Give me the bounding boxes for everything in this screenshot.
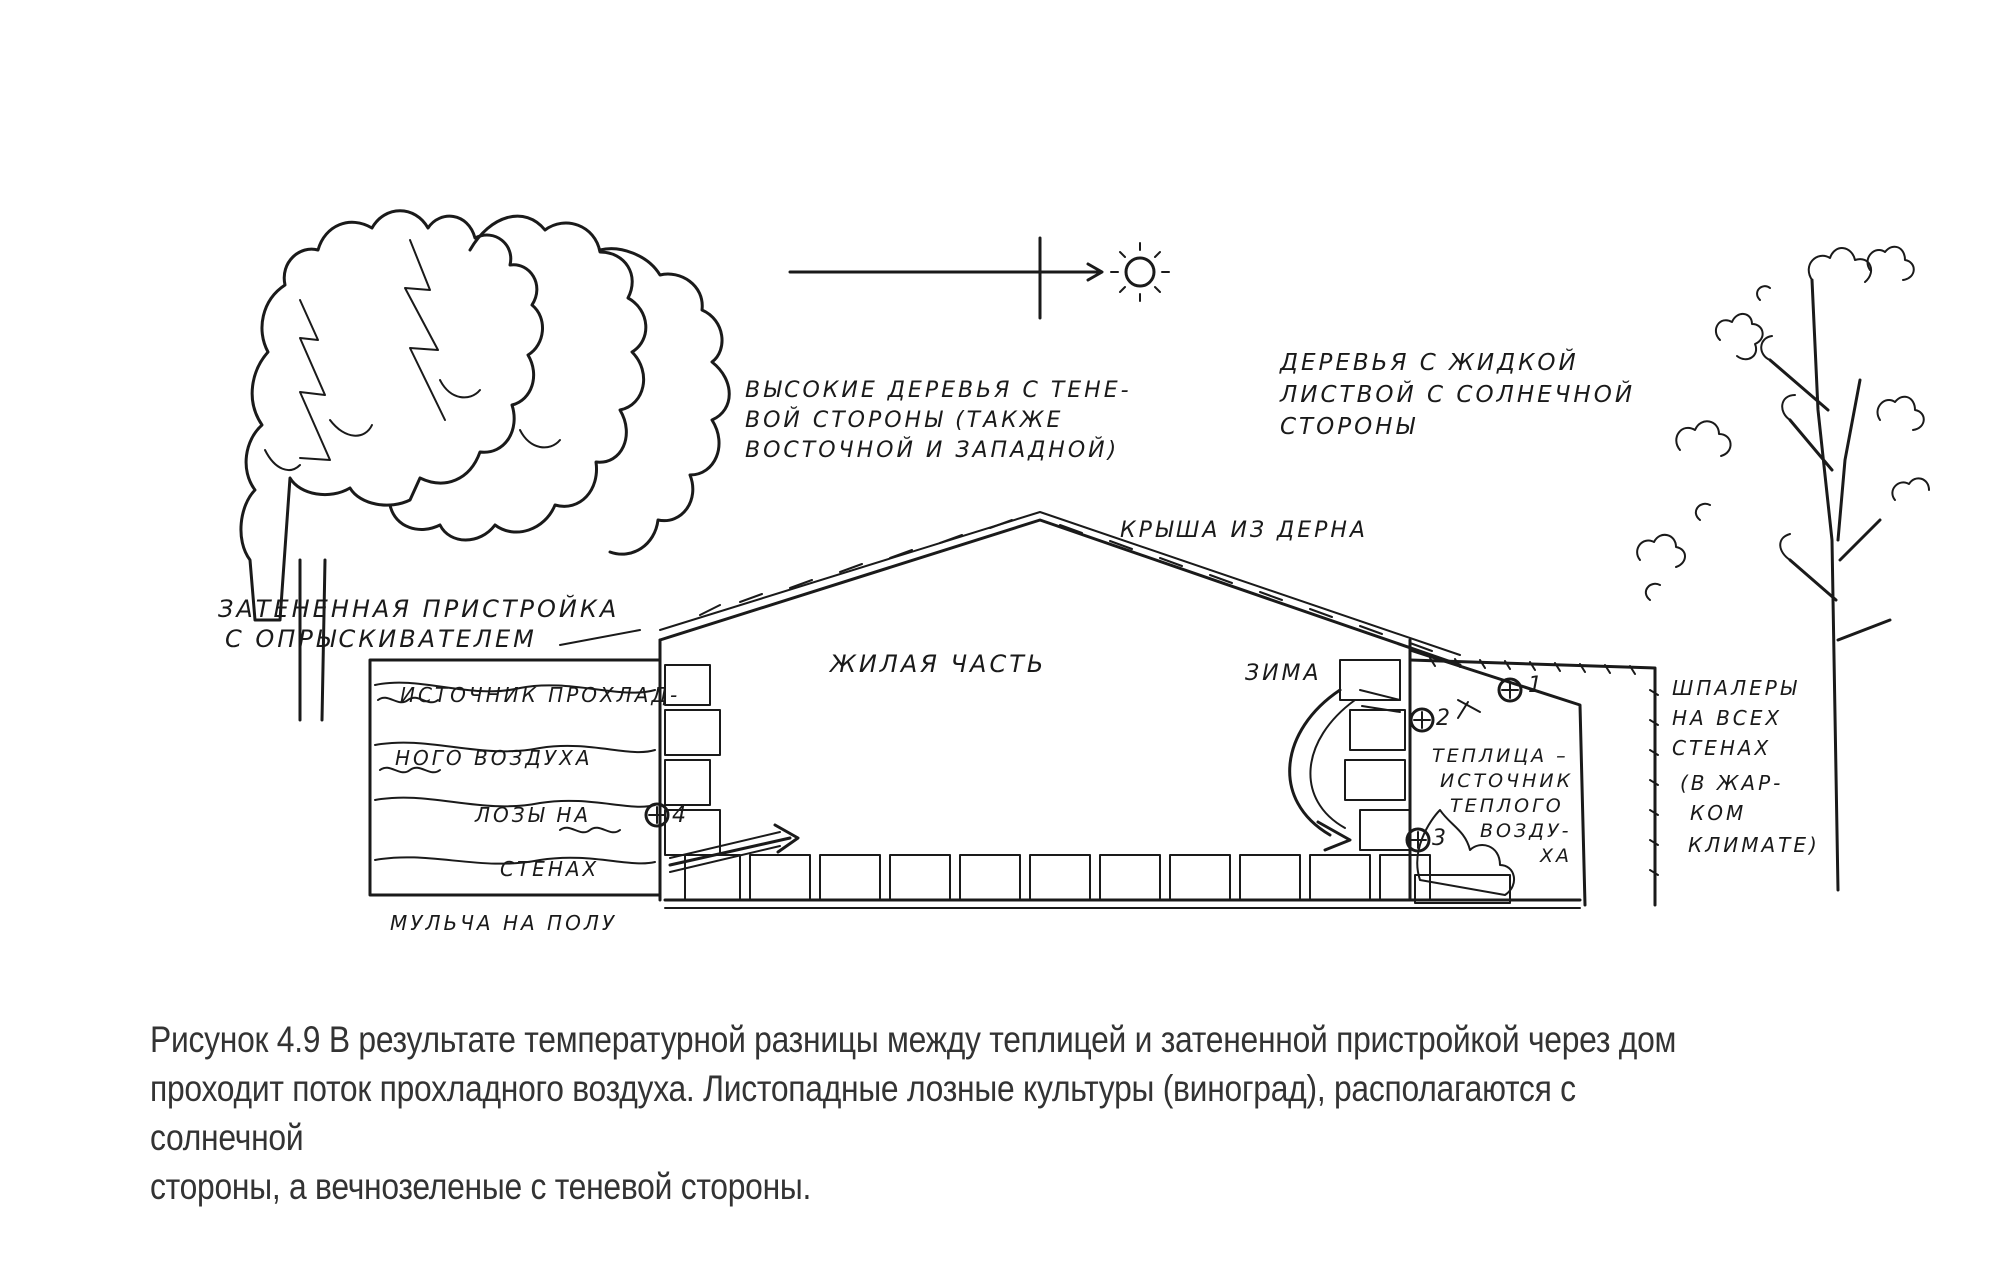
vent-markers xyxy=(644,677,1523,853)
cool-air-label-line-3: ЛОЗЫ НА xyxy=(474,803,591,827)
greenhouse-label-line-3: ТЕПЛОГО xyxy=(1450,795,1564,817)
mulch-label: МУЛЬЧА НА ПОЛУ xyxy=(390,911,617,935)
trellis-label-line-5: КОМ xyxy=(1690,801,1746,825)
winter-label: ЗИМА xyxy=(1245,661,1322,686)
cool-air-arrow-icon xyxy=(773,823,800,854)
trellis-frame xyxy=(1408,658,1657,907)
figure-caption: Рисунок 4.9 В результате температурной р… xyxy=(150,1015,1698,1211)
sun-direction-illustration xyxy=(788,236,1170,320)
marker-2-label: 2 xyxy=(1436,706,1453,731)
caption-line-2: проходит поток прохладного воздуха. Лист… xyxy=(150,1068,1576,1158)
greenhouse-label-line-4: ВОЗДУ- xyxy=(1480,820,1571,842)
sod-roof-line xyxy=(658,518,1462,667)
evergreen-trees-illustration xyxy=(239,209,731,722)
trellis-label-line-1: ШПАЛЕРЫ xyxy=(1672,676,1799,700)
tall-trees-label-line-3: ВОСТОЧНОЙ И ЗАПАДНОЙ) xyxy=(745,437,1119,463)
cool-air-label-line-4: СТЕНАХ xyxy=(500,857,599,881)
vent-4-icon xyxy=(644,802,670,828)
sparse-trees-label-line-1: ДЕРЕВЬЯ С ЖИДКОЙ xyxy=(1279,348,1579,376)
vent-2-icon xyxy=(1409,707,1435,733)
airflow-arrows xyxy=(668,688,1481,873)
caption-line-1: Рисунок 4.9 В результате температурной р… xyxy=(150,1019,1677,1060)
vent-3-icon xyxy=(1405,827,1431,853)
marker-3-label: 3 xyxy=(1432,826,1449,851)
greenhouse-plant-icon xyxy=(1416,809,1515,896)
sparse-trees-label-line-2: ЛИСТВОЙ С СОЛНЕЧНОЙ xyxy=(1279,380,1635,408)
marker-4-label: 4 xyxy=(672,803,689,828)
greenhouse-label-line-5: ХА xyxy=(1539,845,1572,867)
tall-trees-label-line-1: ВЫСОКИЕ ДЕРЕВЬЯ С ТЕНЕ- xyxy=(745,378,1132,403)
caption-line-3: стороны, а вечнозеленые с теневой сторон… xyxy=(150,1166,812,1207)
tall-trees-label-line-2: ВОЙ СТОРОНЫ (ТАКЖЕ xyxy=(745,407,1063,433)
evergreen-tree-right-icon xyxy=(598,247,731,556)
roof-label: КРЫША ИЗ ДЕРНА xyxy=(1120,518,1368,543)
marker-1-label: 1 xyxy=(1528,673,1545,698)
deciduous-tree-illustration xyxy=(1636,245,1930,892)
tree-trunk-icon xyxy=(1768,278,1892,892)
living-area-label: ЖИЛАЯ ЧАСТЬ xyxy=(828,650,1046,678)
annex-pointer-line xyxy=(559,629,641,646)
sun-icon xyxy=(1124,256,1156,288)
trellis-label-line-2: НА ВСЕХ xyxy=(1672,706,1782,730)
cool-air-label-line-2: НОГО ВОЗДУХА xyxy=(395,746,593,770)
evergreen-tree-left-icon xyxy=(239,209,545,622)
trellis-label-line-4: (В ЖАР- xyxy=(1680,771,1783,795)
greenhouse-label-line-2: ИСТОЧНИК xyxy=(1440,770,1573,792)
shaded-annex-label-line-2: С ОПРЫСКИВАТЕЛЕМ xyxy=(225,625,537,653)
trellis-label-line-6: КЛИМАТЕ) xyxy=(1688,833,1820,857)
greenhouse-glazing xyxy=(1408,648,1587,907)
greenhouse-label-line-1: ТЕПЛИЦА – xyxy=(1432,745,1569,767)
warm-air-arrow-icon xyxy=(1316,820,1352,852)
vent-1-icon xyxy=(1497,677,1523,703)
house-structure-illustration xyxy=(368,511,1659,909)
evergreen-tree-back-icon xyxy=(388,214,648,542)
trellis-label-line-3: СТЕНАХ xyxy=(1672,736,1771,760)
sparse-trees-label-line-3: СТОРОНЫ xyxy=(1280,414,1417,440)
cool-air-label-line-1: ИСТОЧНИК ПРОХЛАД- xyxy=(400,683,680,707)
shaded-annex-label-line-1: ЗАТЕНЕННАЯ ПРИСТРОЙКА xyxy=(218,594,619,623)
